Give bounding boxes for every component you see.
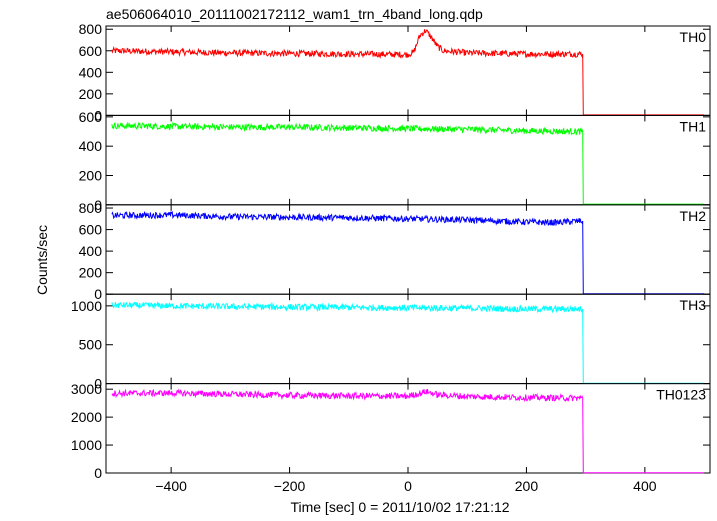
y-tick-label: 400 bbox=[79, 243, 103, 259]
y-tick-label: 600 bbox=[79, 43, 103, 59]
x-tick-label: 400 bbox=[633, 478, 657, 494]
y-tick-label: 0 bbox=[94, 376, 102, 392]
y-tick-label: 200 bbox=[79, 167, 103, 183]
panel-frame bbox=[105, 25, 711, 116]
y-tick-label: 400 bbox=[79, 138, 103, 154]
x-tick-label: 200 bbox=[515, 478, 539, 494]
y-tick-label: 0 bbox=[94, 465, 102, 481]
y-tick-label: 3000 bbox=[71, 381, 102, 397]
y-tick-label: 2000 bbox=[71, 409, 102, 425]
x-tick-label: −400 bbox=[155, 478, 187, 494]
series-line bbox=[111, 121, 705, 205]
y-tick-label: 200 bbox=[79, 265, 103, 281]
series-label: TH0 bbox=[680, 29, 707, 45]
series-label: TH0123 bbox=[656, 387, 706, 403]
y-tick-label: 600 bbox=[79, 222, 103, 238]
y-tick-label: 1000 bbox=[71, 298, 102, 314]
panel-frame bbox=[105, 204, 711, 295]
chart-title: ae506064010_20111002172112_wam1_trn_4ban… bbox=[106, 6, 483, 22]
series-line bbox=[111, 388, 705, 474]
y-tick-label: 500 bbox=[79, 337, 103, 353]
y-tick-label: 0 bbox=[94, 107, 102, 123]
y-tick-label: 400 bbox=[79, 64, 103, 80]
y-tick-label: 600 bbox=[79, 109, 103, 125]
series-label: TH2 bbox=[680, 208, 707, 224]
x-tick-label: 0 bbox=[404, 478, 412, 494]
series-label: TH1 bbox=[680, 118, 707, 134]
x-axis-label: Time [sec] 0 = 2011/10/02 17:21:12 bbox=[290, 499, 509, 515]
y-tick-label: 200 bbox=[79, 86, 103, 102]
y-tick-label: 0 bbox=[94, 286, 102, 302]
y-tick-label: 0 bbox=[94, 197, 102, 213]
series-line bbox=[111, 29, 705, 116]
y-tick-label: 800 bbox=[79, 21, 103, 37]
series-line bbox=[111, 210, 705, 295]
y-tick-label: 800 bbox=[79, 200, 103, 216]
y-tick-label: 1000 bbox=[71, 437, 102, 453]
x-tick-label: −200 bbox=[274, 478, 306, 494]
series-line bbox=[111, 301, 705, 384]
y-axis-label: Counts/sec bbox=[34, 225, 50, 295]
series-label: TH3 bbox=[680, 297, 707, 313]
